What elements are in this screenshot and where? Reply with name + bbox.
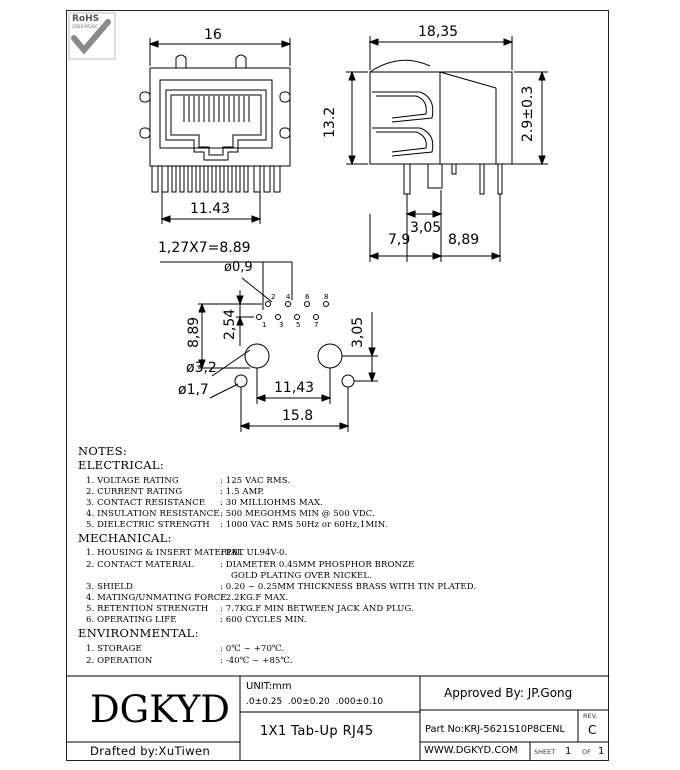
section-heading-mechanical: MECHANICAL: xyxy=(78,531,172,545)
pin-label-5: 5 xyxy=(296,321,301,329)
sheet-total: 1 xyxy=(598,746,605,757)
pin-label-3: 3 xyxy=(279,321,284,329)
note-value: : 0.20 ~ 0.25MM THICKNESS BRASS WITH TIN… xyxy=(220,582,477,592)
drafted-by: Drafted by:XuTiwen xyxy=(90,744,211,758)
note-value: : PBT UL94V-0. xyxy=(220,548,288,558)
dim-side-pin-b: 7,9 xyxy=(388,232,411,248)
dim-front-width: 16 xyxy=(204,27,222,43)
rev-label: REV. xyxy=(583,712,598,720)
unit-label: UNIT:mm xyxy=(246,681,292,692)
pin-label-2: 2 xyxy=(271,293,276,301)
note-value: : 7.7KG.F MIN BETWEEN JACK AND PLUG. xyxy=(220,604,414,614)
tolerances: .0±0.25 .00±0.20 .000±0.10 xyxy=(246,697,384,707)
approved-by: Approved By: JP.Gong xyxy=(444,686,573,700)
part-number: Part No:KRJ-5621S10P8CENL xyxy=(425,724,565,735)
sheet-number: 1 xyxy=(565,746,572,757)
section-heading-electrical: ELECTRICAL: xyxy=(78,458,165,472)
note-value: : 30 MILLIOHMS MAX. xyxy=(220,498,323,508)
section-heading-environmental: ENVIRONMENTAL: xyxy=(78,626,199,640)
note-value: : -40℃ ~ +85℃. xyxy=(220,656,293,666)
rj45-opening xyxy=(165,89,267,161)
pin-label-8: 8 xyxy=(324,293,329,301)
notes-section: NOTES: xyxy=(78,444,127,458)
side-view xyxy=(346,36,548,262)
pcb-footprint xyxy=(160,261,378,432)
website: WWW.DGKYD.COM xyxy=(424,745,518,756)
dim-post-span: 11,43 xyxy=(274,380,315,396)
rev-value: C xyxy=(588,723,597,737)
drawing-frame xyxy=(66,10,609,761)
rohs-label: RoHS xyxy=(72,14,100,24)
pin-label-4: 4 xyxy=(286,293,291,301)
note-label: 5. DIELECTRIC STRENGTH xyxy=(86,520,210,530)
front-contacts xyxy=(183,96,250,122)
dim-peg-dia: ø1,7 xyxy=(178,382,209,398)
note-value: : 1000 VAC RMS 50Hz or 60Hz,1MIN. xyxy=(220,520,388,530)
note-value: : 1.5 AMP. xyxy=(220,487,265,497)
front-view xyxy=(139,38,292,224)
pin-label-1: 1 xyxy=(262,321,267,329)
dim-pitch: 1,27X7=8.89 xyxy=(158,240,251,256)
notes-title: NOTES: xyxy=(78,444,128,458)
note-label: 6. OPERATING LIFE xyxy=(86,615,177,625)
sheet-label: SHEET xyxy=(534,748,556,756)
dim-side-pin-c: 8,89 xyxy=(448,232,480,248)
note-label: 1. VOLTAGE RATING xyxy=(86,476,179,486)
pin-label-7: 7 xyxy=(314,321,319,329)
note-label: 5. RETENTION STRENGTH xyxy=(86,604,209,614)
note-value: : 2.2KG.F MAX. xyxy=(220,593,289,603)
company-logo: DGKYD xyxy=(90,688,230,731)
dim-front-pin-span: 11.43 xyxy=(190,201,231,217)
note-label: 4. MATING/UNMATING FORCE xyxy=(86,593,227,603)
note-value: : 500 MEGOHMS MIN @ 500 VDC. xyxy=(220,509,375,519)
note-label: 2. OPERATION xyxy=(86,656,153,666)
pin-hole-2 xyxy=(265,301,271,307)
note-label: 2. CONTACT MATERIAL xyxy=(86,560,194,570)
rohs-badge: RoHS 2002/95/EC xyxy=(68,12,116,60)
note-value: : 125 VAC RMS. xyxy=(220,476,291,486)
rohs-check-icon xyxy=(68,12,116,60)
dim-total-span: 15.8 xyxy=(282,408,314,424)
note-label: 3. SHIELD xyxy=(86,582,133,592)
note-label: 3. CONTACT RESISTANCE xyxy=(86,498,206,508)
part-description: 1X1 Tab-Up RJ45 xyxy=(260,724,374,739)
note-value: GOLD PLATING OVER NICKEL. xyxy=(231,571,372,581)
connector-drawing xyxy=(139,36,548,432)
rohs-sub: 2002/95/EC xyxy=(72,25,99,30)
note-value: : 600 CYCLES MIN. xyxy=(220,615,307,625)
note-label: 4. INSULATION RESISTANCE xyxy=(86,509,220,519)
note-value: : 0℃ ~ +70℃. xyxy=(220,644,285,654)
note-label: 1. STORAGE xyxy=(86,644,142,654)
dim-side-pin-a: 3,05 xyxy=(410,220,442,236)
note-value: : DIAMETER 0.45MM PHOSPHOR BRONZE xyxy=(220,560,415,570)
dim-pin-dia: ø0,9 xyxy=(224,260,253,275)
note-label: 1. HOUSING & INSERT MATERIAL xyxy=(86,548,243,558)
note-label: 2. CURRENT RATING xyxy=(86,487,183,497)
of-label: OF xyxy=(582,748,591,756)
dim-side-length: 18,35 xyxy=(418,24,459,40)
pin-label-6: 6 xyxy=(305,293,310,301)
front-pins xyxy=(151,165,281,193)
dim-post-dia: ø3,2 xyxy=(186,360,217,376)
